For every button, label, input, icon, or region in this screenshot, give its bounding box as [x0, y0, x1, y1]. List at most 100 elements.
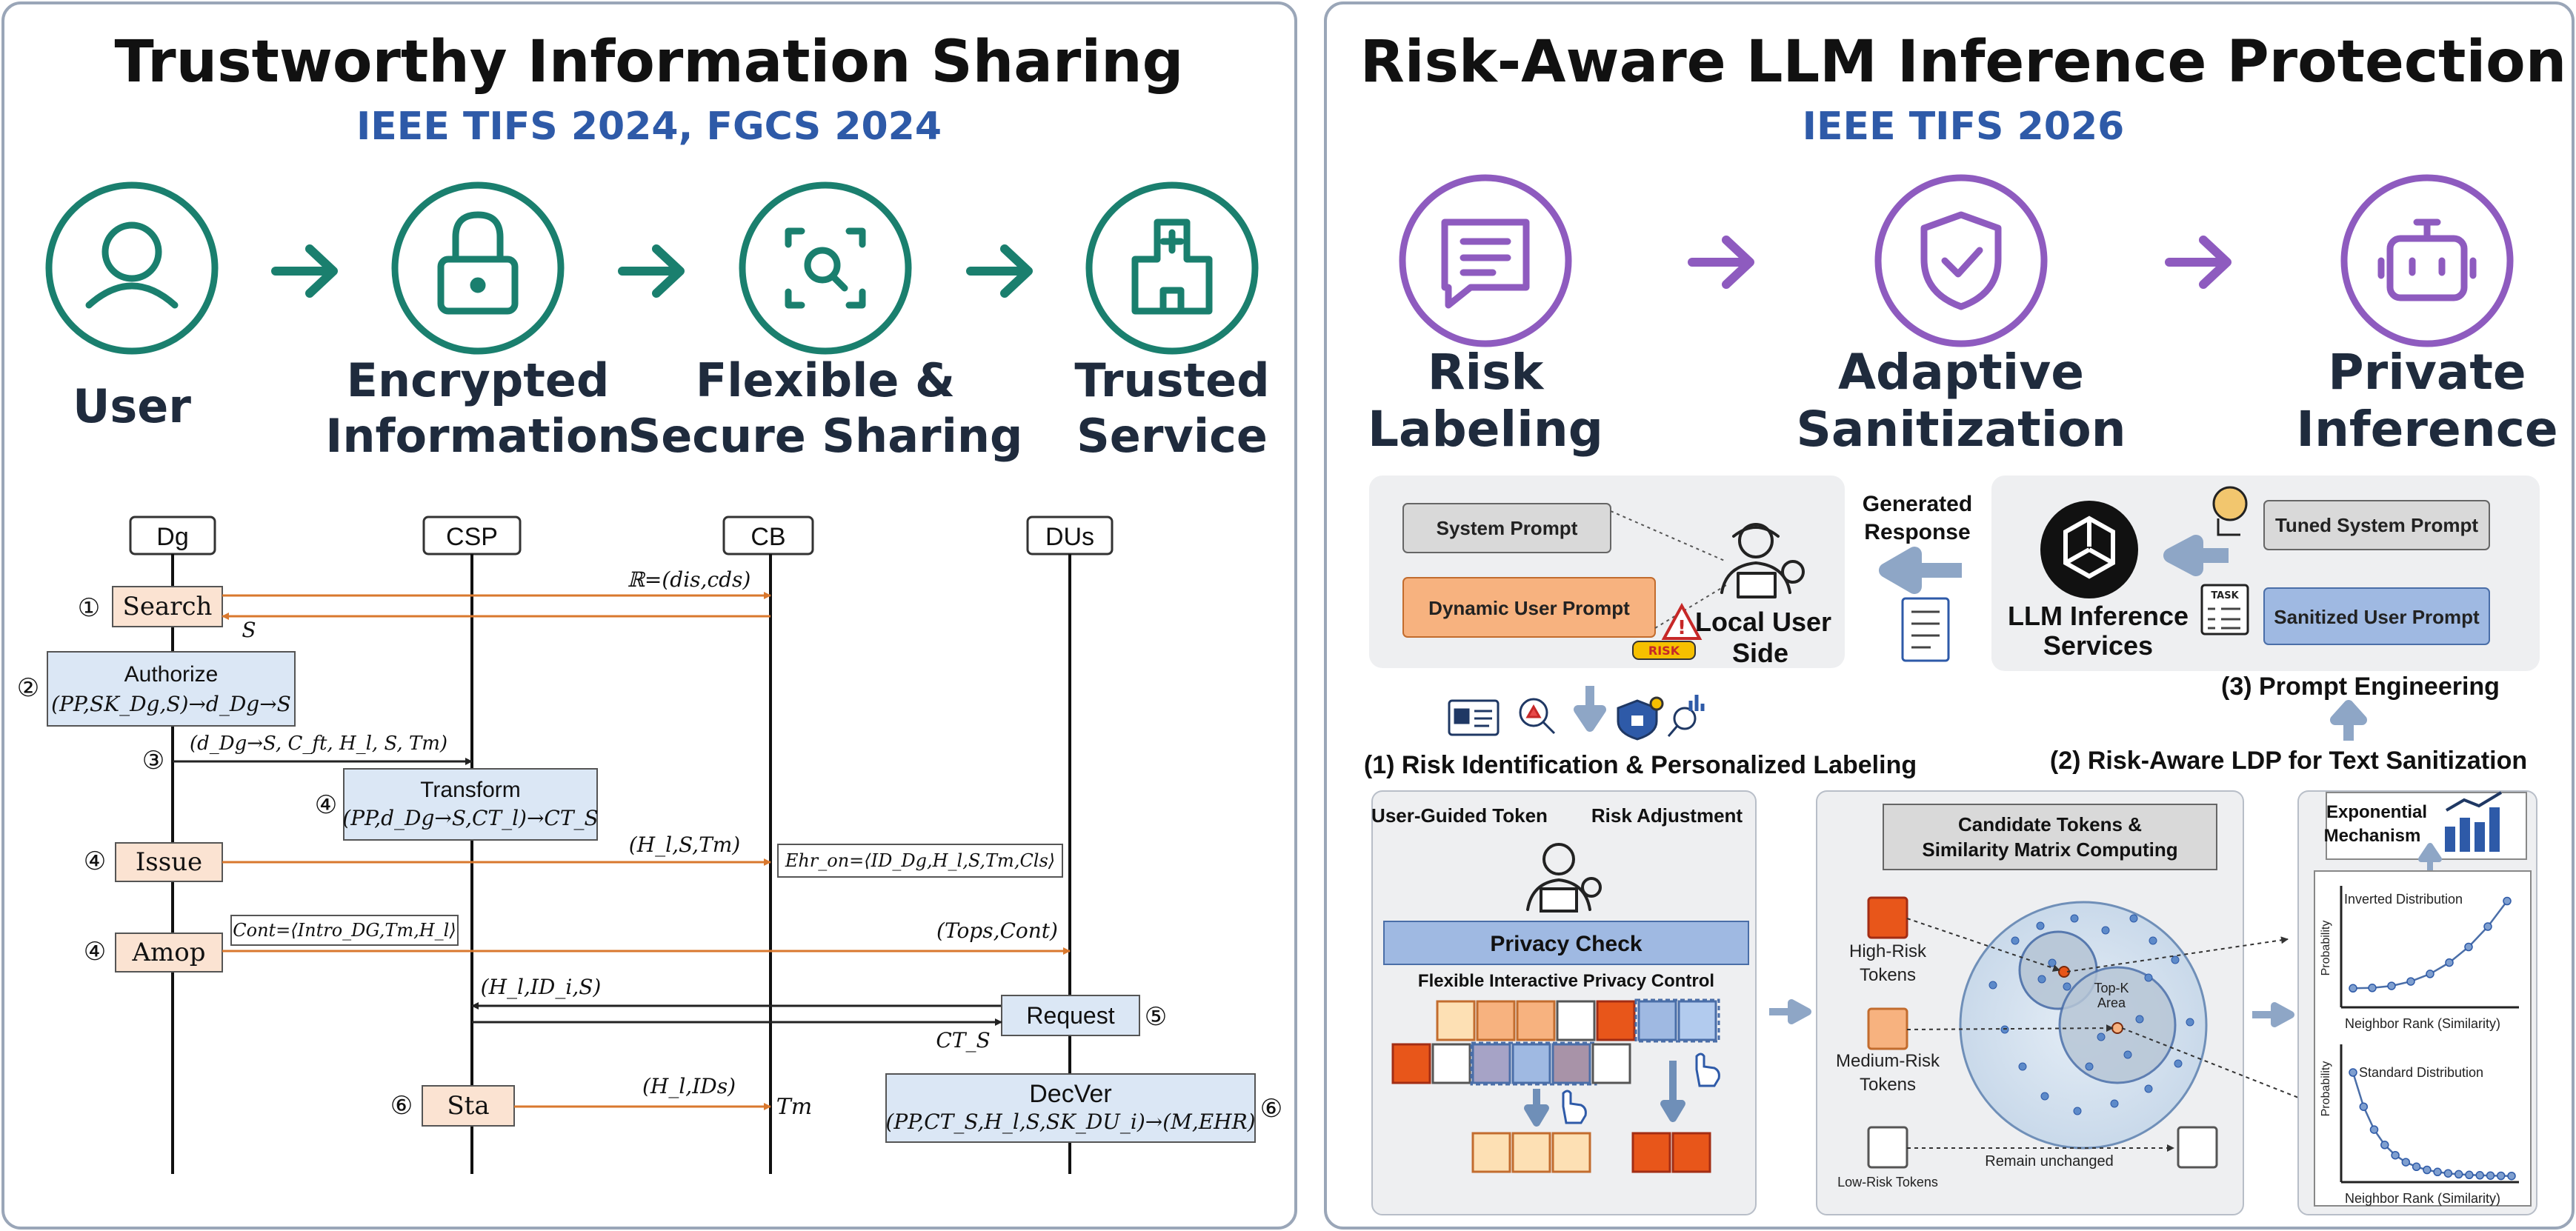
- high-risk-connector: [1906, 918, 2060, 972]
- low-risk-label: Low-Risk Tokens: [1837, 1175, 1938, 1190]
- distribution-point: [2454, 1170, 2463, 1179]
- sharing-step: Flexible & Secure Sharing: [628, 181, 1023, 463]
- embedding-point: [2040, 1092, 2049, 1101]
- private-inference-step: Private Inference: [2296, 174, 2558, 458]
- embedding-point: [2070, 914, 2079, 923]
- task-label: TASK: [2211, 590, 2239, 601]
- token-cell: [1511, 1132, 1551, 1173]
- distribution-point: [2359, 1102, 2369, 1111]
- tm-label: Tm: [776, 1094, 812, 1120]
- issue-box: [115, 842, 223, 882]
- exponential-panel: Exponential Mechanism Probability Invert…: [2297, 790, 2537, 1215]
- d-tuple-label: (d_Dg→S, C_ft, H_l, S, Tm): [190, 733, 447, 755]
- distribution-point: [2483, 922, 2492, 931]
- embedding-point: [2036, 921, 2045, 930]
- token-cell: [1436, 1000, 1476, 1041]
- issue-msg-label: (H_l,S,Tm): [629, 833, 740, 857]
- medium-risk-point: [2111, 1022, 2123, 1034]
- user-step-circle: [45, 181, 219, 355]
- to-inverted-connector: [2066, 936, 2289, 973]
- remain-unchanged-label: Remain unchanged: [1985, 1153, 2113, 1170]
- adaptive-circle: [1874, 174, 2048, 347]
- standard-xlabel: Neighbor Rank (Similarity): [2345, 1191, 2500, 1206]
- ehr-on-label: Ehr_on=⟨ID_Dg,H_l,S,Tm,Cls⟩: [785, 850, 1055, 871]
- sharing-step-label2: Secure Sharing: [628, 409, 1023, 463]
- token-cell: [1391, 1043, 1431, 1084]
- amop-label: Amop: [131, 938, 205, 967]
- embedding-point: [2063, 982, 2071, 991]
- embedding-point: [2110, 1099, 2119, 1108]
- tuned-prompt-box: [2263, 500, 2490, 550]
- sanitized-prompt-box: [2263, 587, 2490, 645]
- token-cell: [1511, 1043, 1551, 1084]
- h-id-s-label: (H_l,ID_i,S): [481, 975, 602, 999]
- embedding-point: [2144, 973, 2153, 982]
- generated-response-label1: Generated: [1863, 492, 1972, 516]
- trusted-step: Trusted Service: [1074, 181, 1270, 463]
- token-cell: [1431, 1043, 1471, 1084]
- high-risk-token: [1867, 896, 1908, 939]
- token-selection: [1634, 998, 1720, 1043]
- arrow-down-icon: [1524, 1089, 1549, 1127]
- encrypted-step-label2: Information: [325, 409, 630, 463]
- arrow-left-icon: [1879, 547, 1962, 594]
- topk-label1: Top-K: [2094, 981, 2129, 995]
- local-user-label2: Side: [1732, 638, 1788, 668]
- token-cell: [1516, 1000, 1556, 1041]
- h-ids-label: (H_l,IDs): [642, 1074, 736, 1098]
- local-user-icon: [1720, 523, 1805, 598]
- risk-labeling-step: Risk Labeling: [1368, 174, 1603, 458]
- inverted-ylabel: Probability: [2320, 921, 2332, 976]
- token-cell: [1556, 1000, 1596, 1041]
- distribution-point: [2387, 981, 2396, 990]
- token-cell: [1671, 1132, 1711, 1173]
- decver-box: [885, 1073, 1256, 1143]
- token-cell: [1471, 1132, 1511, 1173]
- token-grid: [1391, 998, 1720, 1173]
- issue-label: Issue: [136, 847, 202, 877]
- standard-series: [2349, 1068, 2516, 1181]
- embedding-point: [2149, 936, 2157, 945]
- llm-inference-label2: Services: [2043, 630, 2153, 661]
- step-marker-3: ③: [142, 746, 164, 775]
- system-prompt-label: System Prompt: [1437, 517, 1578, 539]
- risk-badge: [1632, 641, 1696, 660]
- id-card-icon: [1448, 699, 1500, 736]
- encrypted-step-circle: [391, 181, 565, 355]
- step-marker-2: ②: [17, 673, 39, 703]
- actor-cb-label: CB: [750, 523, 785, 551]
- token-cell: [1551, 1132, 1591, 1173]
- arrow-down-icon: [1660, 1061, 1685, 1122]
- distribution-plots-box: [2314, 870, 2532, 1207]
- token-cell: [1596, 1000, 1636, 1041]
- adaptive-label1: Adaptive: [1838, 344, 2084, 401]
- distribution-point: [2475, 1171, 2484, 1180]
- distribution-point: [2503, 896, 2512, 906]
- topk-label2: Area: [2097, 995, 2126, 1010]
- document-icon: [1901, 597, 1950, 662]
- user-icon: [85, 221, 179, 309]
- token-cell: [1551, 1043, 1591, 1084]
- local-user-label1: Local User: [1695, 607, 1831, 637]
- user-guided-panel: User-Guided Token Risk Adjustment Privac…: [1371, 790, 1757, 1215]
- medium-risk-token: [1867, 1007, 1908, 1050]
- arrow-up-icon: [2418, 843, 2442, 871]
- embedding-point: [2037, 975, 2046, 984]
- shield-lock-icon: [1617, 696, 1664, 741]
- task-icon: TASK: [2200, 584, 2249, 635]
- risk-identification-label: (1) Risk Identification & Personalized L…: [1364, 751, 1917, 779]
- bot-icon: [2377, 218, 2477, 301]
- hand-pointer-icon: [1695, 1052, 1720, 1087]
- step-marker-4a: ④: [315, 790, 337, 820]
- dynamic-prompt-label: Dynamic User Prompt: [1428, 597, 1630, 619]
- token-cell: [1476, 1000, 1516, 1041]
- left-panel-subtitle: IEEE TIFS 2024, FGCS 2024: [356, 104, 942, 149]
- candidate-header1: Candidate Tokens &: [1958, 813, 2142, 835]
- flexible-control-label: Flexible Interactive Privacy Control: [1418, 971, 1714, 991]
- local-user-side-panel: System Prompt Dynamic User Prompt ! RISK…: [1369, 476, 1845, 668]
- embedding-point: [2048, 958, 2057, 967]
- distribution-point: [2465, 1170, 2474, 1180]
- risk-badge-label: RISK: [1648, 644, 1680, 658]
- embedding-point: [2135, 1015, 2144, 1024]
